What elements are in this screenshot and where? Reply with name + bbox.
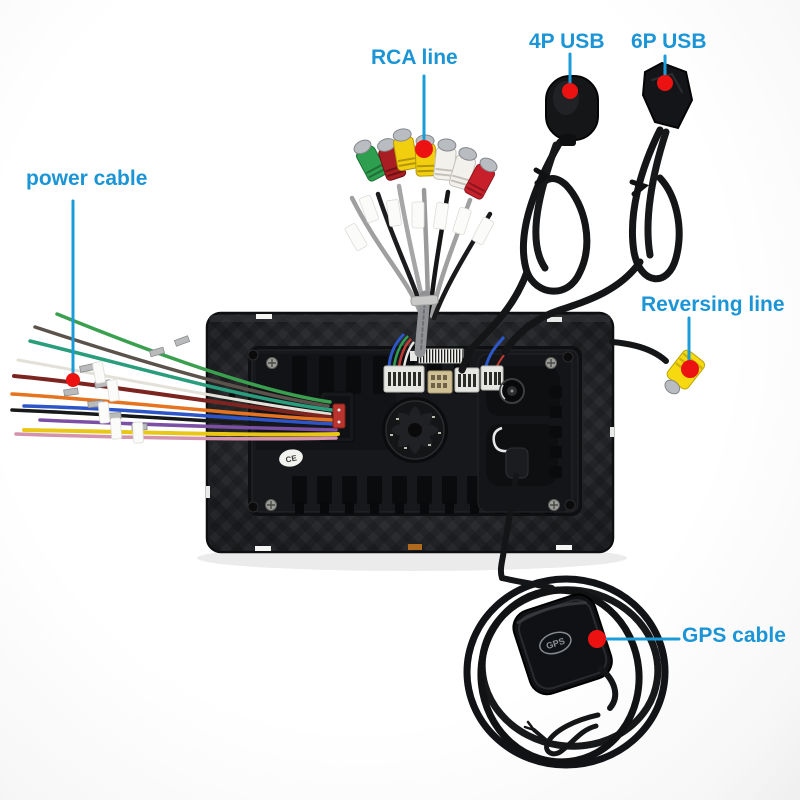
- top-bevel: [209, 315, 611, 322]
- molded-hook-slot: [492, 426, 508, 453]
- rca-line-cables: [344, 128, 498, 358]
- marker-dot-reversing: [681, 360, 699, 378]
- mount-tab: [256, 314, 272, 319]
- label-6p-usb: 6P USB: [631, 30, 707, 53]
- rca-wire-tags: [344, 194, 495, 251]
- marker-dot-gps: [588, 630, 606, 648]
- cable-tie: [410, 294, 439, 307]
- side-tab: [206, 486, 210, 498]
- crimp-terminals: [63, 335, 191, 431]
- rca-plug-red: [464, 157, 498, 200]
- svg-text:CE: CE: [285, 453, 298, 464]
- usb-6p-connector: [641, 61, 694, 130]
- label-4p-usb: 4P USB: [529, 30, 605, 53]
- marker-dot-rca: [415, 140, 433, 158]
- marker-dot-6p: [657, 75, 673, 91]
- rca-plug-yellow-1: [392, 128, 418, 172]
- side-tab: [610, 427, 614, 437]
- head-unit-rear: CE: [205, 311, 615, 554]
- marker-dot-power: [66, 373, 80, 387]
- cooling-fan: [382, 397, 448, 463]
- gps-cable-assembly: GPS: [463, 473, 669, 769]
- ce-badge: CE: [279, 449, 303, 467]
- gps-antenna-module: GPS: [512, 593, 613, 696]
- callout-markers: [66, 75, 699, 648]
- marker-dot-4p: [562, 83, 578, 99]
- mount-tab: [547, 317, 562, 322]
- mount-tab: [255, 546, 271, 551]
- wire-connector-b: [427, 370, 453, 394]
- mount-tab: [556, 545, 572, 550]
- fuse-holder: [332, 403, 346, 429]
- io-connectors: [383, 332, 517, 394]
- power-cable-harness: [10, 312, 355, 444]
- radio-antenna-socket: [499, 378, 525, 404]
- reversing-rca-connector: [664, 349, 706, 395]
- callout-lines: [71, 52, 691, 641]
- small-label: [410, 351, 417, 361]
- label-rca-line: RCA line: [371, 46, 458, 69]
- label-power-cable: power cable: [26, 167, 148, 190]
- usb-4p-cable: [458, 75, 599, 374]
- rca-plug-white-1: [433, 138, 457, 181]
- wire-tags: [92, 361, 144, 444]
- screws: [227, 349, 576, 513]
- label-gps-cable: GPS cable: [682, 624, 786, 647]
- warranty-sticker: [408, 544, 422, 550]
- rca-plug-maroon: [377, 138, 407, 181]
- usb-6p-cable: [501, 61, 694, 356]
- label-reversing-line: Reversing line: [641, 293, 785, 316]
